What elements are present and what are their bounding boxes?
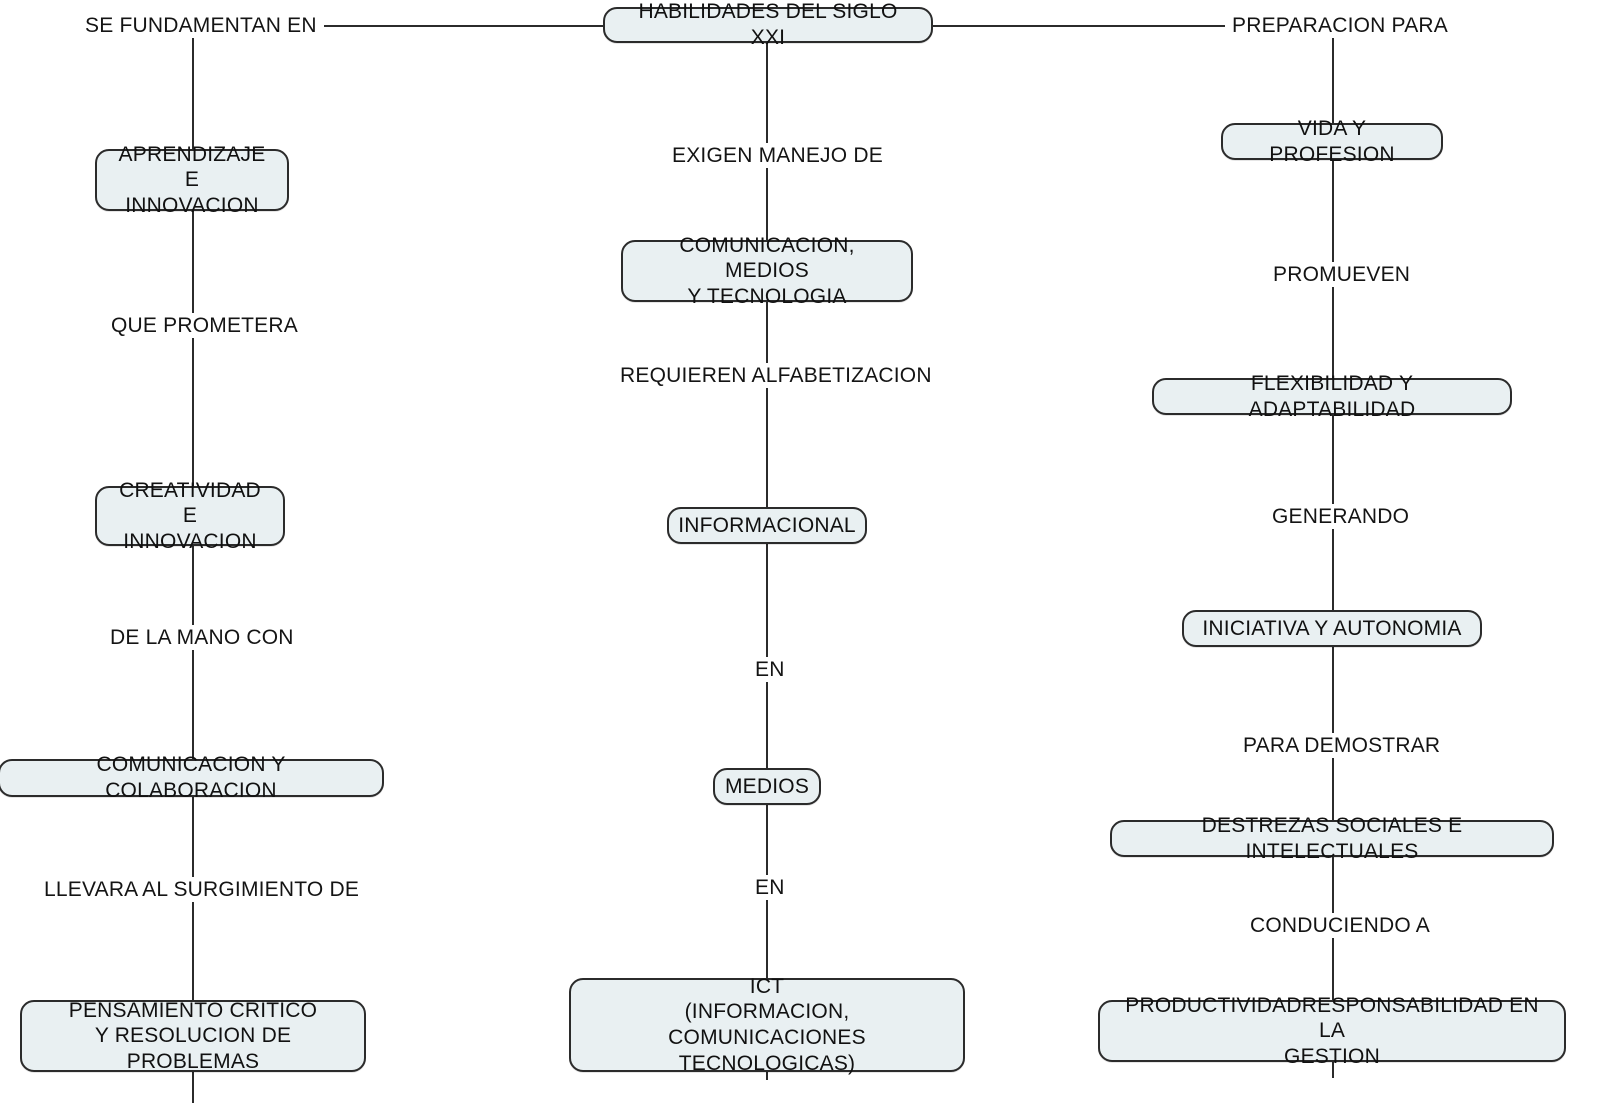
node-ict-informacion-comunicaciones-tecnologicas[interactable]: ICT (INFORMACION, COMUNICACIONES TECNOLO… [569,975,965,1075]
edge-root-to-right-branch [930,25,1258,27]
link-label-de-la-mano-con: DE LA MANO CON [103,625,301,651]
link-label-promueven: PROMUEVEN [1266,262,1418,288]
link-label-requieren-alfabetizacion: REQUIEREN ALFABETIZACION [613,363,939,389]
link-label-se-fundamentan-en: SE FUNDAMENTAN EN [78,13,324,39]
node-medios[interactable]: MEDIOS [713,768,821,805]
node-informacional[interactable]: INFORMACIONAL [667,507,867,544]
link-label-en-medios-ict: EN [748,875,792,901]
link-label-que-prometera: QUE PROMETERA [104,313,305,339]
link-label-generando: GENERANDO [1265,504,1417,530]
node-root-habilidades-siglo-xxi[interactable]: HABILIDADES DEL SIGLO XXI [603,0,933,49]
edge-spine-left [192,33,194,1103]
edge-root-to-left-branch [316,25,606,27]
link-label-preparacion-para: PREPARACION PARA [1225,13,1455,39]
node-productividad-responsabilidad-en-la-gestion[interactable]: PRODUCTIVIDADRESPONSABILIDAD EN LA GESTI… [1098,994,1566,1068]
node-vida-y-profesion[interactable]: VIDA Y PROFESION [1221,117,1443,166]
node-iniciativa-y-autonomia[interactable]: INICIATIVA Y AUTONOMIA [1182,610,1482,647]
node-comunicacion-y-colaboracion[interactable]: COMUNICACION Y COLABORACION [0,753,384,802]
node-flexibilidad-y-adaptabilidad[interactable]: FLEXIBILIDAD Y ADAPTABILIDAD [1152,372,1512,421]
edge-spine-center [766,40,768,1080]
link-label-para-demostrar: PARA DEMOSTRAR [1236,733,1448,759]
link-label-conduciendo-a: CONDUCIENDO A [1243,913,1437,939]
node-creatividad-e-innovacion[interactable]: CREATIVIDAD E INNOVACION [95,479,285,553]
node-aprendizaje-e-innovacion[interactable]: APRENDIZAJE E INNOVACION [95,143,289,217]
link-label-exigen-manejo-de: EXIGEN MANEJO DE [665,143,890,169]
link-label-llevara-al-surgimiento-de: LLEVARA AL SURGIMIENTO DE [37,877,367,903]
node-destrezas-sociales-e-intelectuales[interactable]: DESTREZAS SOCIALES E INTELECTUALES [1110,814,1554,863]
node-comunicacion-medios-y-tecnologia[interactable]: COMUNICACION, MEDIOS Y TECNOLOGIA [621,234,913,308]
edge-spine-right [1332,33,1334,1078]
link-label-en-informacional-medios: EN [748,657,792,683]
node-pensamiento-critico-y-resolucion-de-problemas[interactable]: PENSAMIENTO CRITICO Y RESOLUCION DE PROB… [20,999,366,1073]
